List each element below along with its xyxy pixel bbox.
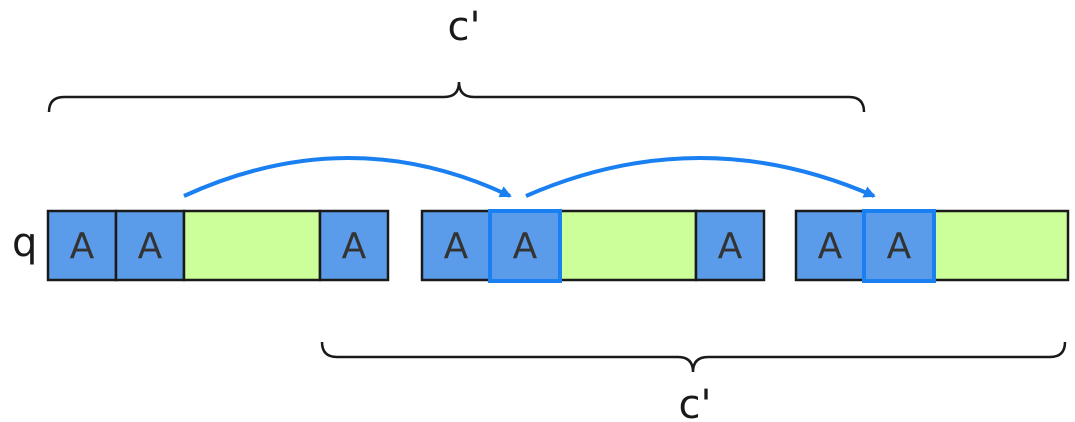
arrow-1 xyxy=(183,156,512,198)
cell-2-4 xyxy=(694,209,766,282)
cell-2-2-symbol: A xyxy=(513,226,538,267)
cell-2-1-symbol: A xyxy=(444,226,469,267)
cell-2-4-symbol: A xyxy=(718,226,743,267)
cell-1-2-symbol: A xyxy=(138,226,163,267)
cell-1-1 xyxy=(46,209,118,282)
arrow-2 xyxy=(525,156,876,198)
cell-3-3 xyxy=(932,209,1070,282)
cell-1-4-symbol: A xyxy=(342,226,367,267)
cell-1-3 xyxy=(182,209,322,282)
cell-1-1-symbol: A xyxy=(70,226,95,267)
top-brace xyxy=(47,81,866,113)
segment-3: A A xyxy=(794,209,1070,283)
cell-3-1 xyxy=(794,209,866,282)
cell-2-3 xyxy=(558,209,698,282)
bottom-brace xyxy=(320,341,1067,373)
cell-2-2-highlighted xyxy=(488,209,562,283)
segment-2: A A A xyxy=(420,209,766,283)
bottom-brace-label: c' xyxy=(679,382,712,422)
cell-1-4 xyxy=(318,209,390,282)
cell-3-2-highlighted xyxy=(862,209,936,283)
top-brace-label: c' xyxy=(448,4,481,50)
cell-3-1-symbol: A xyxy=(818,226,843,267)
cell-3-2-symbol: A xyxy=(887,226,912,267)
cell-1-2 xyxy=(114,209,186,282)
segment-1: A A A xyxy=(46,209,390,282)
row-label: q xyxy=(12,220,37,266)
